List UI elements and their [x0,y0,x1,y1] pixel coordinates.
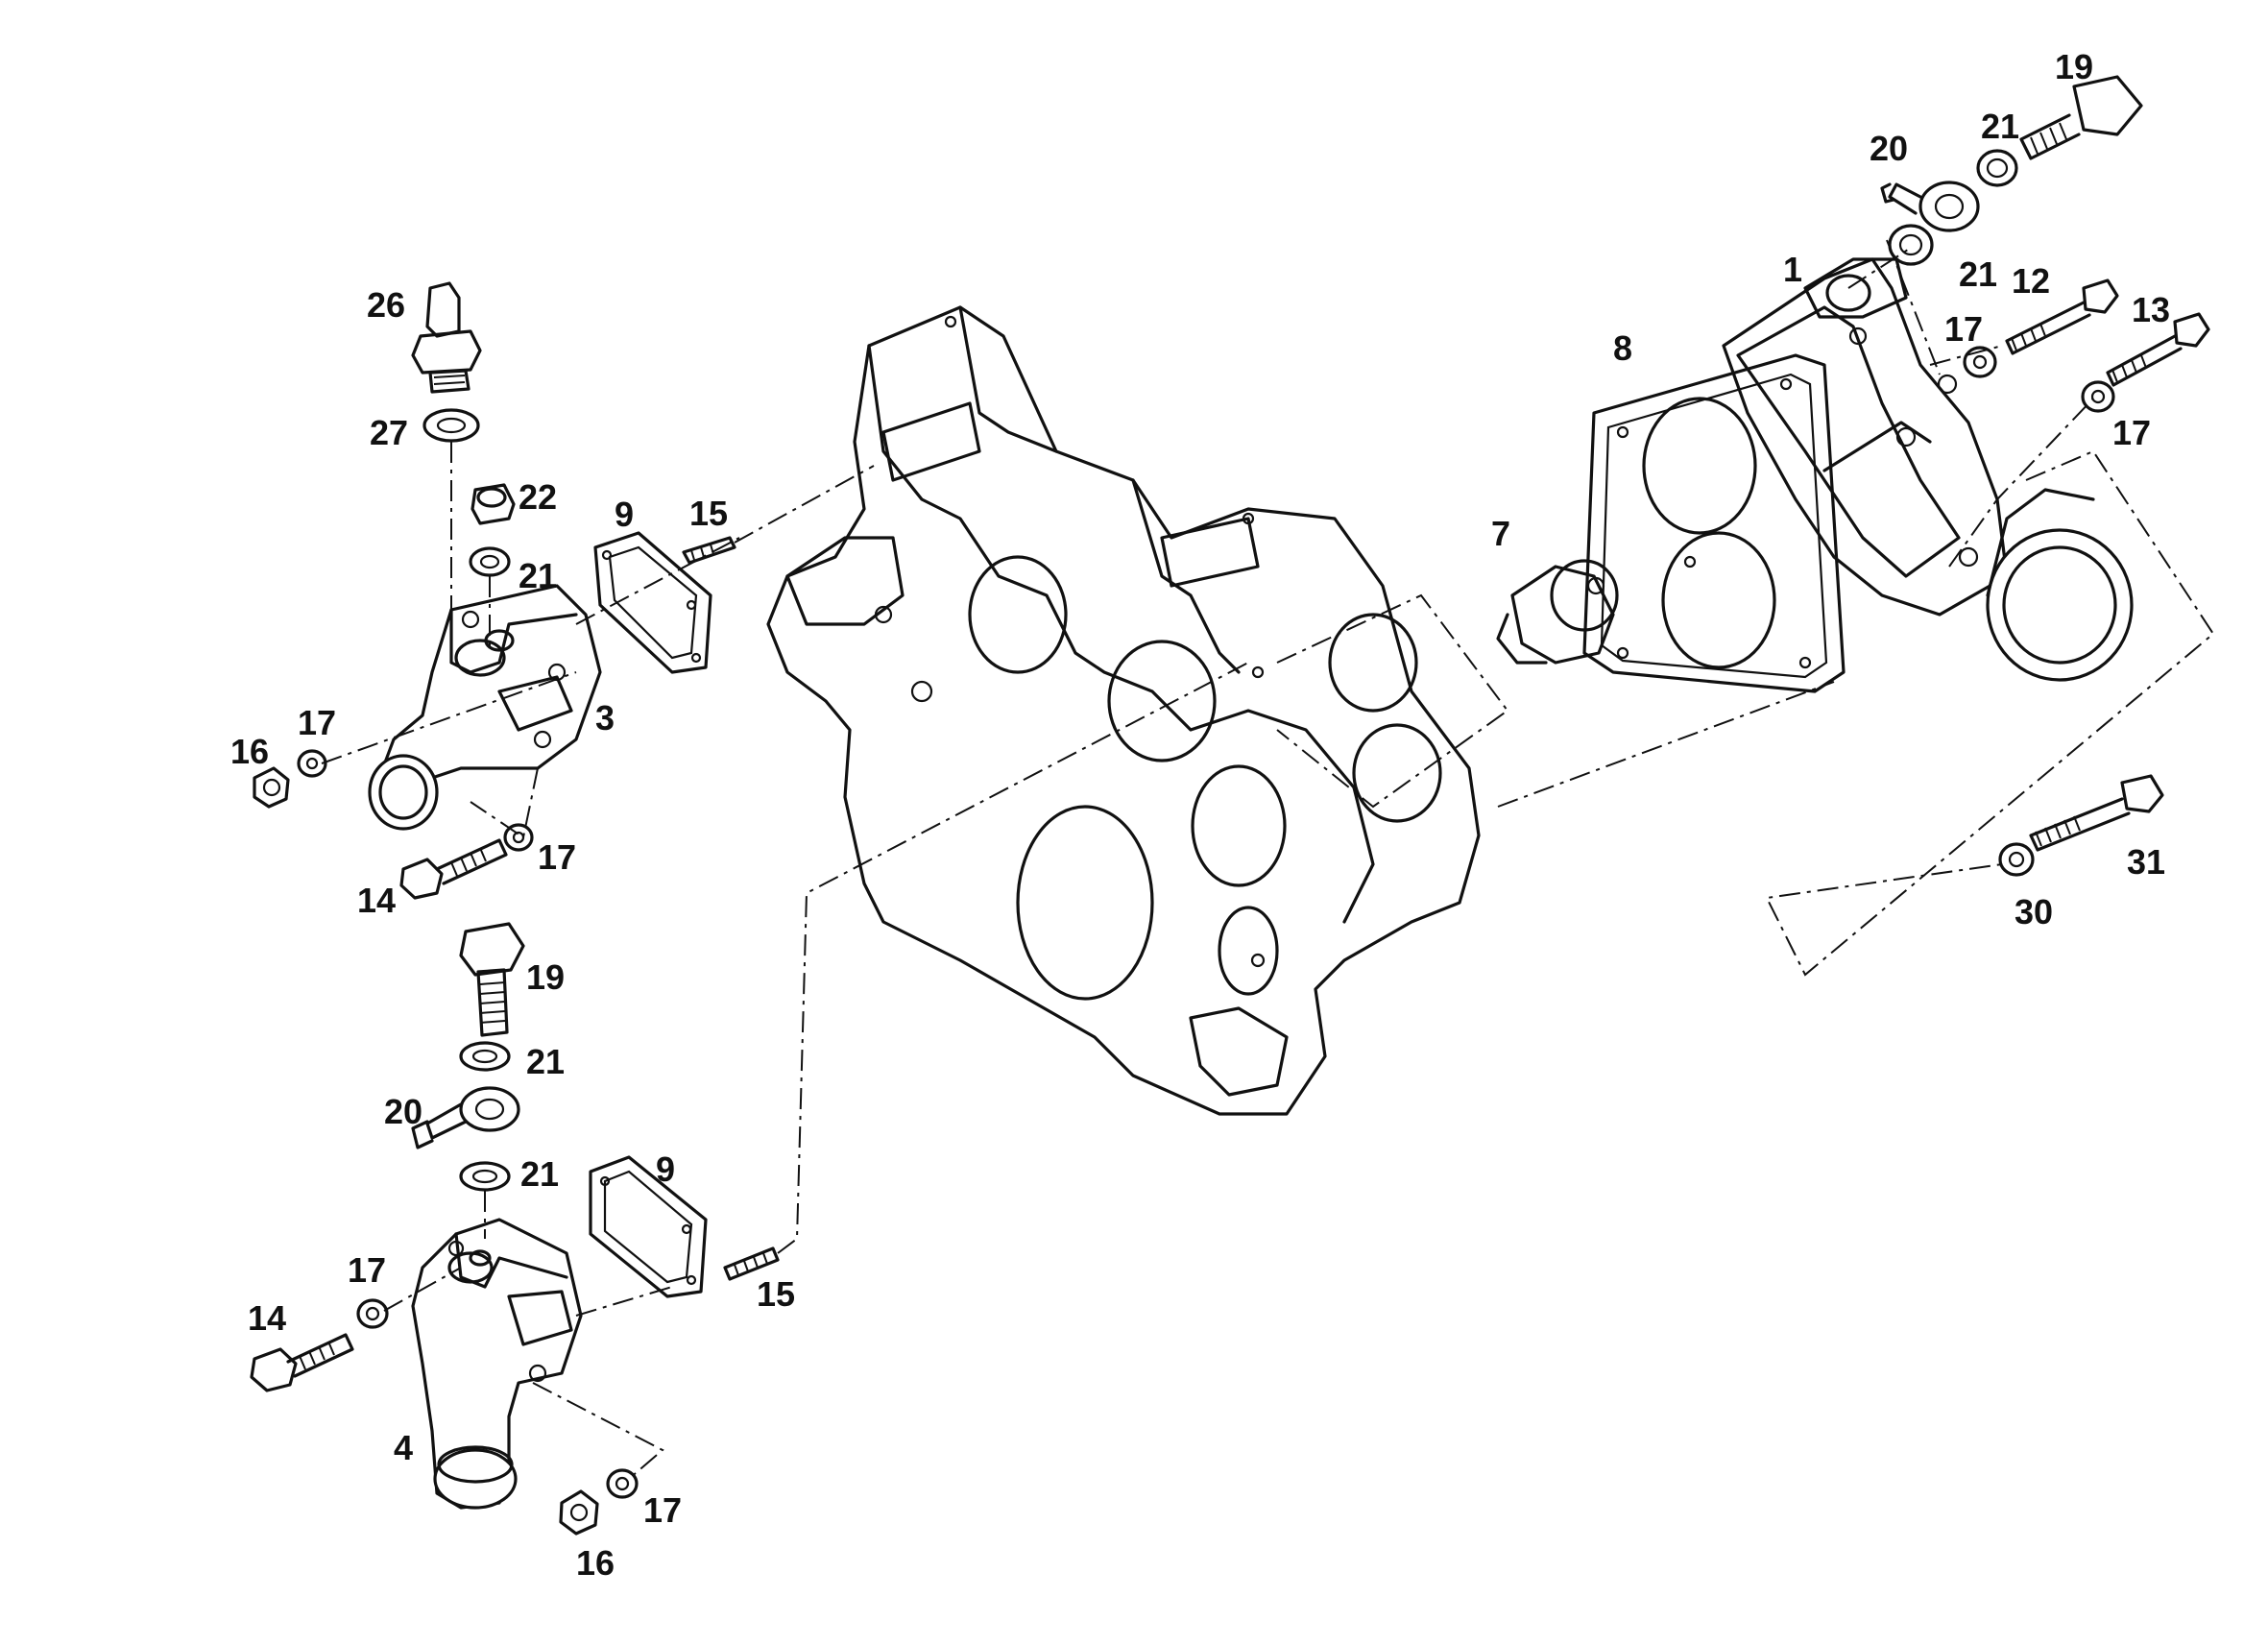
callout-17-d: 17 [643,1490,682,1530]
callout-17-e: 17 [1944,309,1983,349]
callout-26: 26 [367,285,405,325]
callout-14-top: 14 [357,881,396,920]
callout-30: 30 [2015,892,2053,931]
callout-13: 13 [2132,290,2170,329]
callout-20-top: 20 [1870,129,1908,168]
engine-cover-housing [766,305,1481,1116]
elbow-outlet-3 [253,281,736,900]
callout-7: 7 [1491,514,1510,553]
callout-27: 27 [370,413,408,452]
callout-15-bottom: 15 [757,1274,795,1314]
callout-14-bottom: 14 [248,1298,286,1338]
callout-9-bottom: 9 [656,1149,675,1189]
elbow-outlet-4 [250,922,780,1536]
callout-21-a: 21 [1981,107,2019,146]
callout-labels: 1 3 4 7 8 9 9 12 13 14 14 15 15 16 16 17… [230,47,2170,1583]
callout-1: 1 [1783,250,1802,289]
callout-17-b: 17 [538,837,576,877]
callout-4: 4 [394,1428,413,1467]
callout-19-top: 19 [2055,47,2093,86]
callout-9-top: 9 [615,495,634,534]
hardware-top-right [1880,75,2210,877]
callout-31: 31 [2127,842,2165,882]
callout-16-top: 16 [230,732,269,771]
callout-17-c: 17 [348,1250,386,1290]
callout-17-a: 17 [298,703,336,742]
callout-21-b: 21 [1959,254,1997,294]
assembly-leader-lines [321,239,2215,1480]
thermostat-housing-1 [1722,257,2134,682]
callout-15-top: 15 [689,494,728,533]
thermostat-7 [1496,559,1619,665]
callout-19-mid: 19 [526,957,565,997]
callout-12: 12 [2012,261,2050,301]
callout-22: 22 [519,477,557,517]
gasket-8 [1582,353,1846,693]
callout-8: 8 [1613,328,1632,368]
callout-20-mid: 20 [384,1092,422,1131]
callout-16-bottom: 16 [576,1543,615,1583]
callout-3: 3 [595,698,615,738]
callout-21-e: 21 [520,1154,559,1194]
callout-17-f: 17 [2112,413,2151,452]
callout-21-d: 21 [526,1042,565,1081]
callout-21-c: 21 [519,556,557,595]
